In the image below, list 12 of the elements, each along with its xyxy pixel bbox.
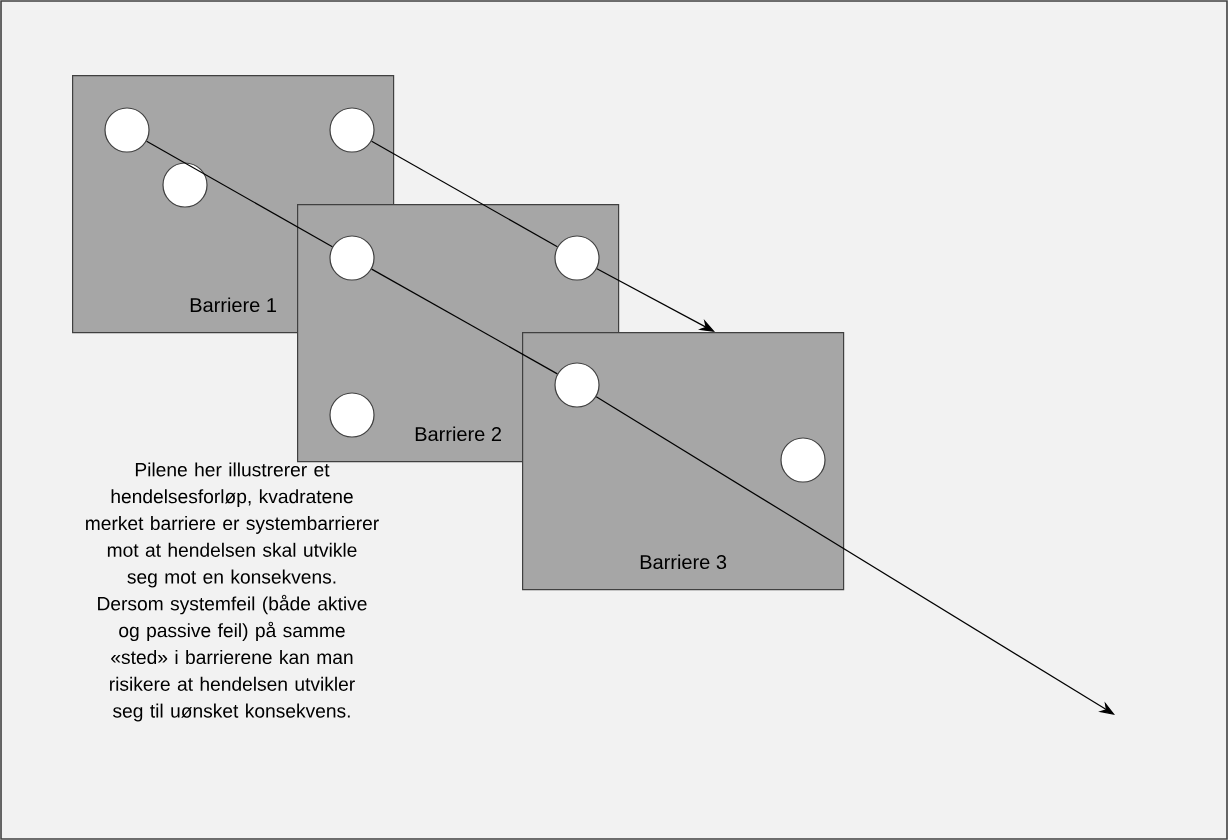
hole-circle <box>162 162 208 208</box>
arrow <box>595 396 1115 715</box>
hole-circle <box>554 235 600 281</box>
hole-circle <box>554 362 600 408</box>
hole-circle <box>329 392 375 438</box>
hole-circle <box>780 437 826 483</box>
hole-circle <box>329 235 375 281</box>
description-text: Pilene her illustrerer et hendelsesforløp, kvadratene merket barriere er systembarrierer mot at hendelsen skal utvikle seg mot en konsekvens. Dersom systemfeil (både aktive og passive feil) på samme «sted» i barrierene kan man risikere at hendelsen utvikler seg til uønsket konsekvens. <box>86 462 379 722</box>
hole-circle <box>104 107 150 153</box>
arrow <box>596 268 715 332</box>
hole-circle <box>329 107 375 153</box>
barrier-box: Barriere 3 <box>522 332 845 591</box>
